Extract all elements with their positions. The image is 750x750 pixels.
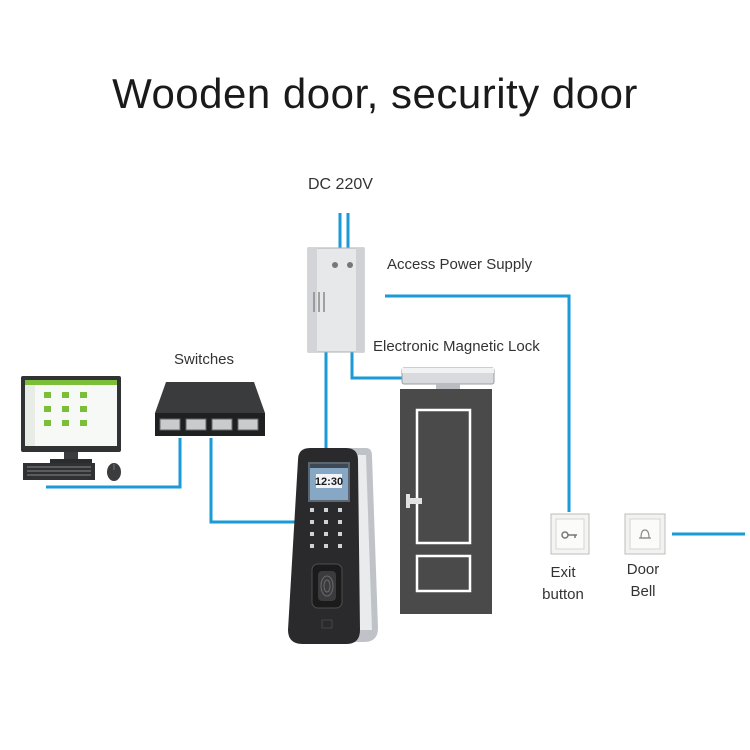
label-access-power-supply: Access Power Supply (387, 256, 533, 273)
label-exit-line1: Exit (550, 564, 576, 581)
label-exit-line2: button (542, 586, 584, 603)
network-switch (155, 382, 265, 436)
fingerprint-terminal: 12:30 (288, 448, 378, 644)
exit-button (550, 513, 590, 555)
wire-psu-to-exit-button (385, 294, 571, 512)
magnetic-lock (401, 367, 495, 389)
page-title: Wooden door, security door (112, 70, 638, 117)
door-bell (624, 513, 666, 555)
access-power-supply (307, 247, 365, 353)
wire-psu-to-lock (350, 352, 402, 380)
label-bell-line2: Bell (630, 583, 656, 600)
terminal-clock: 12:30 (315, 476, 343, 488)
wires (46, 213, 745, 536)
wire-switch-to-terminal (209, 438, 298, 524)
label-exit-button: Exit button (533, 562, 593, 606)
screen-tiles (44, 392, 87, 426)
label-door-bell: Door Bell (613, 559, 673, 603)
bell-icon (639, 529, 651, 539)
label-switches: Switches (174, 351, 235, 368)
fingerprint-icon (320, 575, 334, 597)
key-icon (561, 531, 577, 539)
keypad (310, 508, 342, 548)
wire-computer-to-switch (46, 438, 182, 489)
label-bell-line1: Door (626, 561, 660, 578)
label-dc-220v: DC 220V (308, 176, 373, 193)
keyboard-keys (27, 466, 91, 476)
door (400, 389, 492, 614)
label-magnetic-lock: Electronic Magnetic Lock (373, 338, 540, 355)
computer (21, 376, 121, 481)
